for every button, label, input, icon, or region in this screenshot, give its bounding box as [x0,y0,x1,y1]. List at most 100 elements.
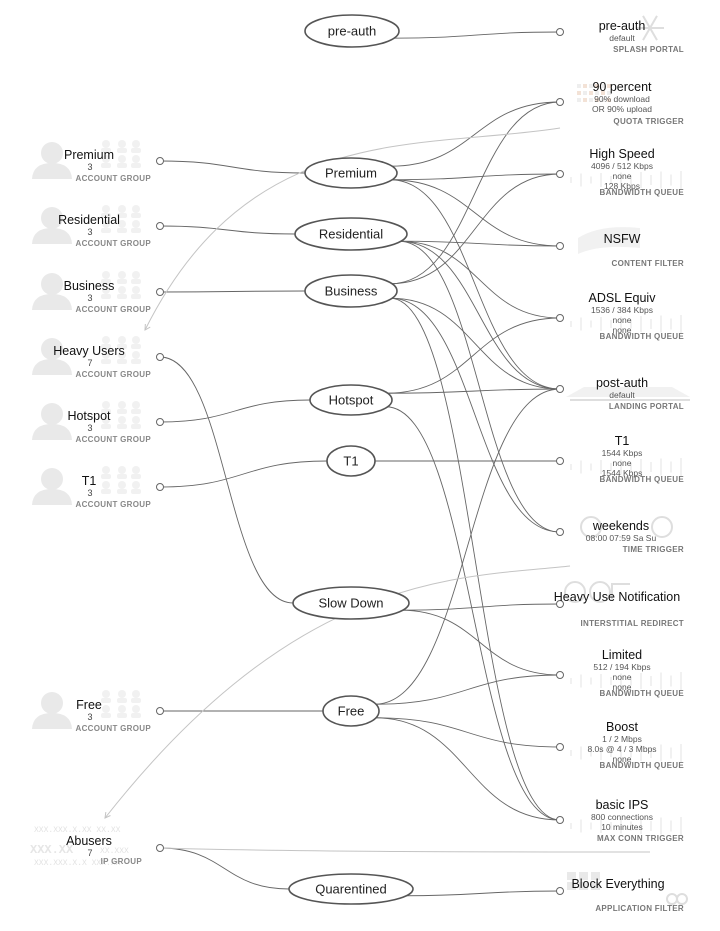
policy-label: Quarentined [315,882,387,897]
rule-detail: 90% download [594,94,650,104]
rule-port-basic-ips[interactable] [556,816,564,824]
group-port-t1[interactable] [156,483,164,491]
policy-pre-auth[interactable]: pre-auth [304,14,400,48]
rule-type: BANDWIDTH QUEUE [600,332,685,341]
rule-port-weekends[interactable] [556,528,564,536]
rule-port-nsfw[interactable] [556,242,564,250]
group-port-heavy-users[interactable] [156,353,164,361]
rule-type: MAX CONN TRIGGER [597,834,684,843]
policy-residential[interactable]: Residential [294,217,408,251]
rule-port-t1[interactable] [556,457,564,465]
members-icon [101,466,141,494]
rule-type: LANDING PORTAL [609,402,684,411]
person-icon [41,692,63,714]
rule-type: APPLICATION FILTER [595,904,684,913]
splash-portal-icon [636,15,664,41]
rule-detail: none [613,315,632,325]
edge-business-to-90-percent [390,101,561,285]
rule-port-boost[interactable] [556,743,564,751]
group-port-business[interactable] [156,288,164,296]
edge-hotspot-to-hotspot [159,399,311,423]
policy-ellipse [292,586,410,620]
edge-hotspot-to-post-auth [385,388,561,394]
group-type: ACCOUNT GROUP [76,370,152,379]
policy-quarentined[interactable]: Quarentined [288,873,414,905]
rule-detail: 128 Kbps [604,181,640,191]
rule-port-heavy-use-notification[interactable] [556,600,564,608]
group-port-free[interactable] [156,707,164,715]
group-port-premium[interactable] [156,157,164,165]
rule-port-high-speed[interactable] [556,170,564,178]
group-port-hotspot[interactable] [156,418,164,426]
policy-slow-down[interactable]: Slow Down [292,586,410,620]
edge-t1-to-t1 [159,460,328,488]
policy-premium[interactable]: Premium [304,157,398,189]
rule-port-block-everything[interactable] [556,887,564,895]
edge-free-to-post-auth [374,388,561,705]
rule-title: NSFW [604,232,641,246]
rule-port-pre-auth[interactable] [556,28,564,36]
arrow-head-icon [144,323,151,331]
person-icon [41,403,63,425]
rule-detail: 8.0s @ 4 / 3 Mbps [587,744,656,754]
rule-detail: 1536 / 384 Kbps [591,305,653,315]
interstitial-redirect-icon [564,581,630,603]
policy-t1[interactable]: T1 [326,445,376,477]
rule-detail: default [609,390,635,400]
policy-free[interactable]: Free [322,695,380,727]
rule-title: Heavy Use Notification [554,590,680,604]
rule-detail: OR 90% upload [592,104,652,114]
rule-port-adsl-equiv[interactable] [556,314,564,322]
edge-free-to-boost [374,717,561,748]
rule-type: SPLASH PORTAL [613,45,684,54]
rule-title: Boost [606,720,638,734]
rule-type: TIME TRIGGER [623,545,684,554]
rule-detail: none [613,171,632,181]
rule-port-post-auth[interactable] [556,385,564,393]
member-count: 3 [87,712,92,722]
policy-label: T1 [343,454,358,469]
rule-title: ADSL Equiv [589,291,657,305]
bandwidth-queue-icon [570,315,682,333]
rule-port-90-percent[interactable] [556,98,564,106]
rule-title: Limited [602,648,642,662]
rule-port-limited[interactable] [556,671,564,679]
edge-slow-down-to-heavy-use-notification [400,603,561,611]
policy-business[interactable]: Business [304,274,398,308]
group-port-abusers[interactable] [156,844,164,852]
time-trigger-icon [580,516,673,538]
rule-detail: none [613,325,632,335]
rule-detail: 800 connections [591,812,653,822]
edge-slow-down-to-limited [400,609,561,676]
group-name: Heavy Users [53,344,125,358]
feedback-basic-ips-to-abusers [159,847,651,853]
policy-hotspot[interactable]: Hotspot [309,384,393,416]
group-type: ACCOUNT GROUP [76,239,152,248]
edge-business-to-basic-ips [390,297,561,821]
members-icon [101,336,141,364]
landing-portal-icon [566,387,690,401]
group-name: Hotspot [67,409,111,423]
group-port-residential[interactable] [156,222,164,230]
